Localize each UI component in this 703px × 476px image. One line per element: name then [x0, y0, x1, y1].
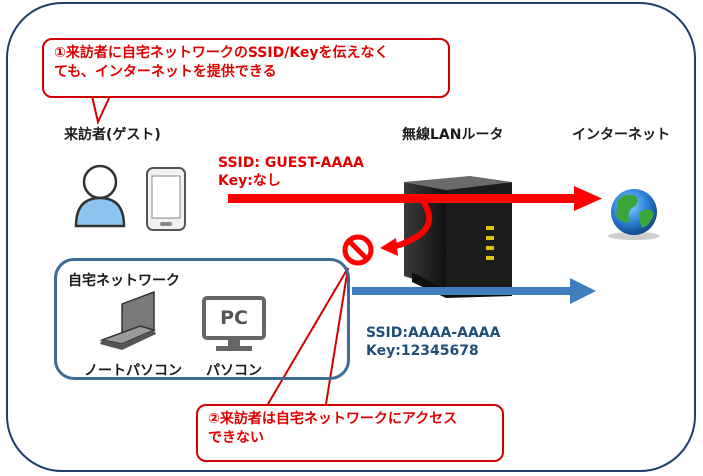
visitor-label: 来訪者(ゲスト)	[64, 127, 161, 143]
guest-key: Key:なし	[218, 173, 281, 189]
guest-internet-arrow	[228, 186, 602, 211]
prohibited-icon	[342, 234, 374, 266]
callout-guest-internet-line1: ①来訪者に自宅ネットワークのSSID/Keyを伝えなく	[54, 45, 389, 61]
pc-screen-text: PC	[220, 307, 248, 329]
router-label: 無線LANルータ	[402, 127, 504, 143]
smartphone-icon	[146, 167, 186, 231]
guest-blocked-arrow	[380, 198, 432, 256]
home-network-box	[54, 258, 350, 380]
guest-ssid-info: SSID: GUEST-AAAA Key:なし	[218, 154, 364, 190]
callout-guest-internet: ①来訪者に自宅ネットワークのSSID/Keyを伝えなく ても、インターネットを提…	[42, 38, 450, 98]
guest-person-icon	[74, 164, 126, 228]
pc-label: パソコン	[206, 363, 262, 379]
callout-pointer-lines	[91, 95, 349, 405]
notebook-label: ノートパソコン	[84, 363, 182, 379]
home-ssid-info: SSID:AAAA-AAAA Key:12345678	[366, 324, 500, 360]
callout-guest-blocked: ②来訪者は自宅ネットワークにアクセス できない	[196, 404, 504, 462]
callout-guest-blocked-line1: ②来訪者は自宅ネットワークにアクセス	[208, 411, 458, 427]
guest-ssid: SSID: GUEST-AAAA	[218, 155, 364, 171]
globe-icon	[608, 189, 660, 240]
home-key: Key:12345678	[366, 343, 479, 359]
notebook-pc-icon	[99, 290, 157, 350]
home-ssid: SSID:AAAA-AAAA	[366, 325, 501, 341]
desktop-pc-icon	[202, 296, 266, 351]
home-network-label: 自宅ネットワーク	[68, 273, 180, 289]
callout-guest-internet-line2: ても、インターネットを提供できる	[54, 64, 277, 80]
internet-label: インターネット	[572, 127, 670, 143]
home-internet-arrow	[352, 278, 596, 304]
callout-guest-blocked-line2: できない	[208, 430, 264, 446]
